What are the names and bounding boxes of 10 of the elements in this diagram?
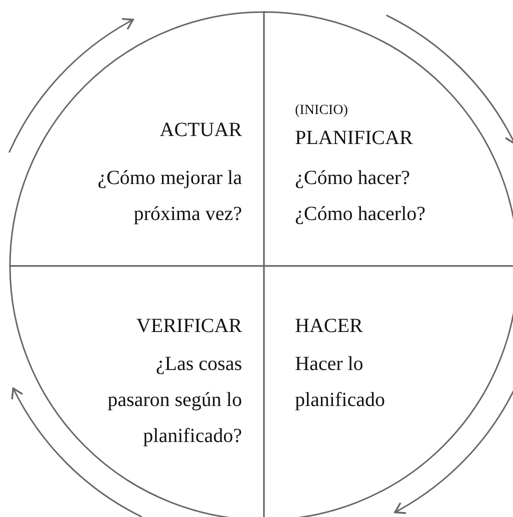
step-question: ¿Cómo mejorar la próxima vez? (96, 166, 242, 227)
step-title: ACTUAR (160, 118, 242, 143)
step-description: Hacer lo planificado (295, 352, 386, 413)
start-note: (INICIO) (295, 102, 348, 120)
step-title: PLANIFICAR (295, 126, 413, 151)
step-question: ¿Cómo hacer? (295, 166, 410, 191)
step-title: HACER (295, 314, 363, 339)
step-question: ¿Cómo hacerlo? (295, 202, 426, 227)
step-question: ¿Las cosas pasaron según lo planificado? (106, 352, 242, 449)
step-title: VERIFICAR (136, 314, 242, 339)
